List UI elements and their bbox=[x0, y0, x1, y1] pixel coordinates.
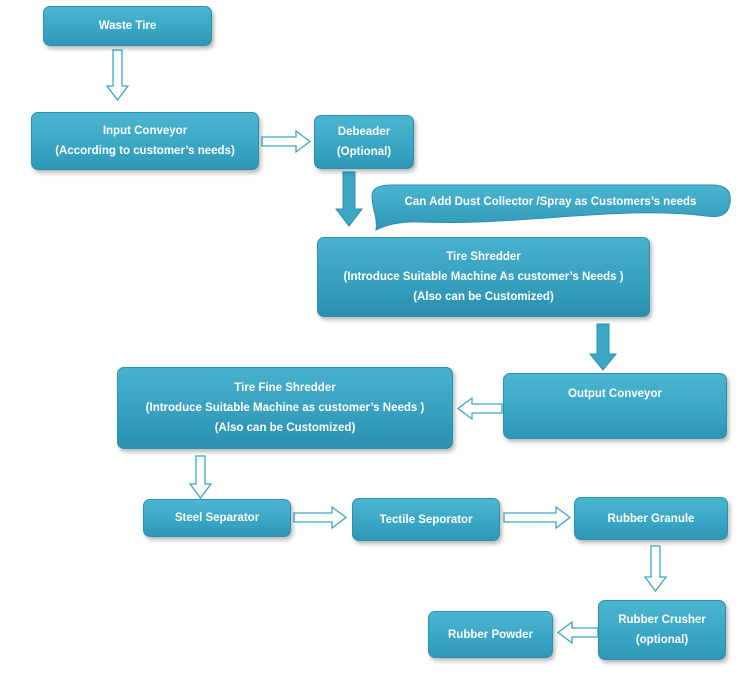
arrow-crusher-to-powder bbox=[556, 620, 599, 645]
debeader-box: Debeader (Optional) bbox=[314, 115, 414, 169]
input-conveyor-note: (According to customer’s needs) bbox=[55, 145, 235, 157]
tire-fine-shredder-custom-note: (Also can be Customized) bbox=[214, 422, 356, 434]
rubber-crusher-box: Rubber Crusher (optional) bbox=[598, 600, 726, 660]
waste-tire-box: Waste Tire bbox=[43, 6, 212, 46]
output-conveyor-box: Output Conveyor bbox=[503, 373, 727, 439]
rubber-crusher-label: Rubber Crusher bbox=[618, 614, 706, 626]
rubber-powder-label: Rubber Powder bbox=[448, 628, 533, 641]
tire-shredder-custom-note: (Also can be Customized) bbox=[413, 291, 554, 303]
arrow-output-to-fine bbox=[456, 396, 503, 421]
input-conveyor-label: Input Conveyor bbox=[102, 125, 188, 137]
input-conveyor-box: Input Conveyor (According to customer’s … bbox=[31, 112, 259, 170]
arrow-granule-to-crusher bbox=[643, 545, 668, 593]
tire-shredder-box: Tire Shredder (Introduce Suitable Machin… bbox=[317, 237, 650, 317]
steel-separator-label: Steel Separator bbox=[174, 512, 260, 524]
debeader-label: Debeader bbox=[337, 126, 391, 138]
rubber-granule-box: Rubber Granule bbox=[574, 497, 728, 540]
tire-fine-shredder-label: Tire Fine Shredder bbox=[234, 382, 336, 394]
tire-fine-shredder-note: (Introduce Suitable Machine as customer’… bbox=[145, 402, 425, 414]
arrow-input-to-debeader bbox=[261, 129, 312, 154]
steel-separator-box: Steel Separator bbox=[143, 499, 291, 537]
rubber-crusher-note: (optional) bbox=[635, 634, 689, 646]
tire-shredder-note: (Introduce Suitable Machine As customer’… bbox=[343, 271, 624, 283]
rubber-granule-label: Rubber Granule bbox=[607, 512, 695, 525]
tire-fine-shredder-box: Tire Fine Shredder (Introduce Suitable M… bbox=[117, 367, 453, 449]
arrow-tectile-to-granule bbox=[503, 505, 572, 530]
debeader-note: (Optional) bbox=[336, 146, 392, 158]
waste-tire-label: Waste Tire bbox=[98, 20, 157, 32]
arrow-steel-to-tectile bbox=[293, 505, 348, 530]
tire-shredder-label: Tire Shredder bbox=[446, 251, 521, 263]
output-conveyor-label: Output Conveyor bbox=[568, 388, 662, 400]
tectile-separator-label: Tectile Seporator bbox=[379, 513, 473, 526]
arrow-waste-to-input bbox=[105, 49, 130, 102]
tectile-separator-box: Tectile Seporator bbox=[352, 498, 500, 541]
arrow-fine-to-steel bbox=[188, 455, 213, 500]
rubber-powder-box: Rubber Powder bbox=[428, 611, 553, 658]
arrow-debeader-to-shredder bbox=[334, 171, 364, 227]
arrow-shredder-to-output bbox=[588, 323, 618, 371]
dust-collector-note: Can Add Dust Collector /Spray as Custome… bbox=[404, 196, 697, 208]
